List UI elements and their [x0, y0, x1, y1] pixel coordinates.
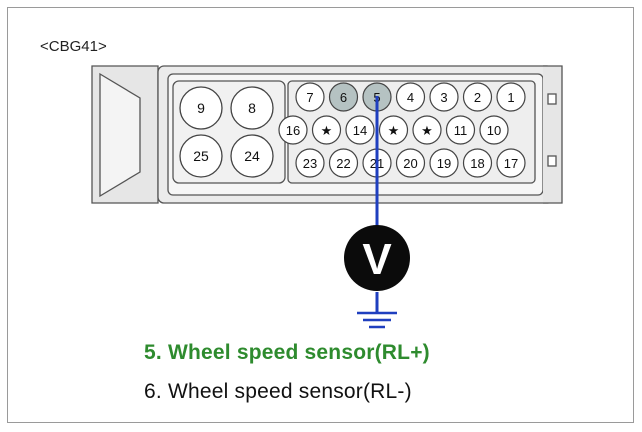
ground-icon — [357, 311, 397, 329]
pin-label: 6 — [340, 90, 347, 105]
pin-16 — [278, 115, 308, 145]
large-pin-group: 9 8 25 24 — [179, 86, 274, 178]
pin-20 — [395, 148, 426, 178]
large-pin — [230, 134, 274, 178]
large-pin-label: 25 — [193, 148, 209, 164]
pin-label: ★ — [388, 123, 400, 138]
pin-6 — [328, 82, 359, 112]
pin-2 — [462, 82, 493, 112]
large-pin-label: 8 — [248, 100, 256, 116]
pin-17 — [496, 148, 526, 178]
pin-label: 23 — [303, 156, 317, 171]
unused-pin — [378, 115, 409, 145]
pin-label: 14 — [353, 123, 367, 138]
pin-label: 4 — [407, 90, 414, 105]
large-pin — [179, 134, 223, 178]
pin-label: ★ — [321, 123, 333, 138]
large-pin-label: 24 — [244, 148, 260, 164]
pin-label: 1 — [507, 90, 514, 105]
pin-23 — [295, 148, 325, 178]
legend-item-pin-5: 5. Wheel speed sensor(RL+) — [144, 341, 430, 364]
pin-4 — [395, 82, 426, 112]
large-pin-label: 9 — [197, 100, 205, 116]
pin-label: ★ — [421, 123, 433, 138]
unused-pin — [311, 115, 342, 145]
connector-label: <CBG41> — [40, 38, 107, 55]
pin-3 — [429, 82, 459, 112]
pin-10 — [479, 115, 509, 145]
voltmeter-symbol: V — [362, 235, 392, 284]
pin-1 — [496, 82, 526, 112]
legend-item-pin-6: 6. Wheel speed sensor(RL-) — [144, 380, 412, 403]
pin-label: 22 — [336, 156, 350, 171]
pin-label: 18 — [470, 156, 484, 171]
pin-22 — [328, 148, 359, 178]
pin-label: 20 — [403, 156, 417, 171]
voltmeter-icon: V — [344, 225, 410, 291]
pin-11 — [445, 115, 476, 145]
large-pin — [179, 86, 223, 130]
large-pin — [230, 86, 274, 130]
pin-14 — [345, 115, 375, 145]
pin-label: 10 — [487, 123, 501, 138]
pin-label: 16 — [286, 123, 300, 138]
pin-label: 17 — [504, 156, 518, 171]
unused-pin — [412, 115, 442, 145]
pin-18 — [462, 148, 493, 178]
pin-7 — [295, 82, 325, 112]
pin-label: 3 — [440, 90, 447, 105]
pin-label: 2 — [474, 90, 481, 105]
pin-label: 19 — [437, 156, 451, 171]
small-pin-group: 765432116★14★★111023222120191817 — [278, 82, 526, 178]
pin-19 — [429, 148, 459, 178]
pin-label: 7 — [306, 90, 313, 105]
pin-label: 11 — [454, 123, 468, 138]
